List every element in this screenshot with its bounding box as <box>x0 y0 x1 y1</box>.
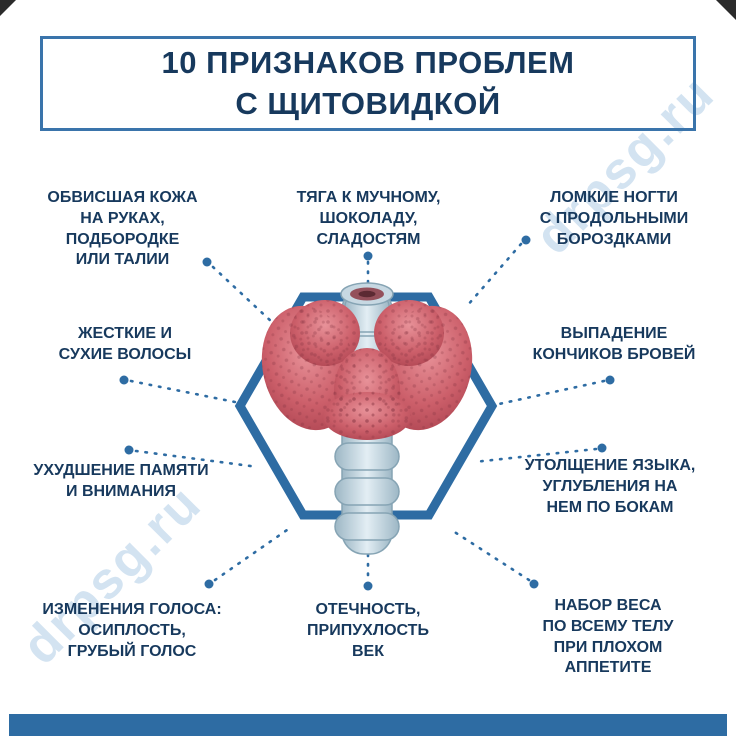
corner-mark-top-left <box>0 0 16 16</box>
poster-title: 10 ПРИЗНАКОВ ПРОБЛЕМ С ЩИТОВИДКОЙ <box>161 44 575 121</box>
footer-bar <box>9 714 727 736</box>
sign-sagging-skin: ОБВИСШАЯ КОЖА НА РУКАХ, ПОДБОРОДКЕ ИЛИ Т… <box>47 189 198 269</box>
corner-mark-top-right <box>716 0 736 20</box>
hexagon-frame <box>234 292 498 520</box>
sign-sweet-cravings: ТЯГА К МУЧНОМУ, ШОКОЛАДУ, СЛАДОСТЯМ <box>296 189 441 248</box>
sign-dry-hair: ЖЕСТКИЕ И СУХИЕ ВОЛОСЫ <box>58 325 192 363</box>
sign-memory-decline: УХУДШЕНИЕ ПАМЯТИ И ВНИМАНИЯ <box>33 462 209 500</box>
sign-weight-gain: НАБОР ВЕСА ПО ВСЕМУ ТЕЛУ ПРИ ПЛОХОМ АППЕ… <box>542 597 674 677</box>
connector-lines <box>129 242 606 582</box>
sign-brittle-nails: ЛОМКИЕ НОГТИ С ПРОДОЛЬНЫМИ БОРОЗДКАМИ <box>539 189 689 248</box>
sign-eyelid-swelling: ОТЕЧНОСТЬ, ПРИПУХЛОСТЬ ВЕК <box>307 601 429 660</box>
sign-eyebrow-loss: ВЫПАДЕНИЕ КОНЧИКОВ БРОВЕЙ <box>532 325 696 363</box>
title-box: 10 ПРИЗНАКОВ ПРОБЛЕМ С ЩИТОВИДКОЙ <box>40 36 696 131</box>
connector-dots <box>119 235 615 591</box>
sign-tongue-thickening: УТОЛЩЕНИЕ ЯЗЫКА, УГЛУБЛЕНИЯ НА НЕМ ПО БО… <box>524 457 696 516</box>
thyroid-illustration <box>261 282 473 555</box>
sign-voice-changes: ИЗМЕНЕНИЯ ГОЛОСА: ОСИПЛОСТЬ, ГРУБЫЙ ГОЛО… <box>42 601 222 660</box>
